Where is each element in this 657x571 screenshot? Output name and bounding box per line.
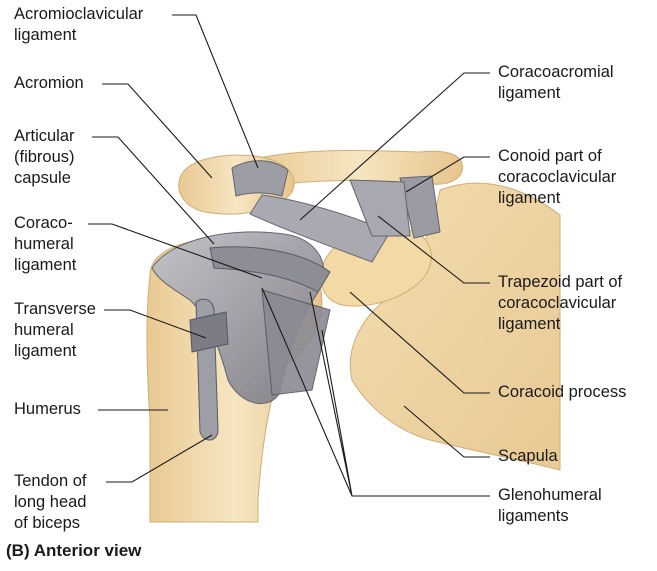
label-conoid-part: Conoid part of coracoclavicular ligament	[498, 146, 616, 209]
acromioclavicular-ligament-band	[232, 161, 288, 196]
label-scapula: Scapula	[498, 446, 558, 467]
label-transverse-humeral-ligament: Transverse humeral ligament	[14, 299, 96, 362]
label-humerus: Humerus	[14, 399, 81, 420]
label-articular-capsule: Articular (fibrous) capsule	[14, 126, 75, 189]
label-biceps-tendon: Tendon of long head of biceps	[14, 471, 87, 534]
label-glenohumeral-ligaments: Glenohumeral ligaments	[498, 485, 602, 527]
label-acromion: Acromion	[14, 73, 84, 94]
label-acromioclavicular-ligament: Acromioclavicular ligament	[14, 4, 143, 46]
figure-caption: (B) Anterior view	[6, 541, 141, 561]
label-coracoacromial-ligament: Coracoacromial ligament	[498, 62, 614, 104]
label-coracoid-process: Coracoid process	[498, 382, 626, 403]
label-trapezoid-part: Trapezoid part of coracoclavicular ligam…	[498, 272, 622, 335]
label-coracohumeral-ligament: Coraco- humeral ligament	[14, 213, 76, 276]
leader-acromioclavicular	[172, 15, 258, 168]
